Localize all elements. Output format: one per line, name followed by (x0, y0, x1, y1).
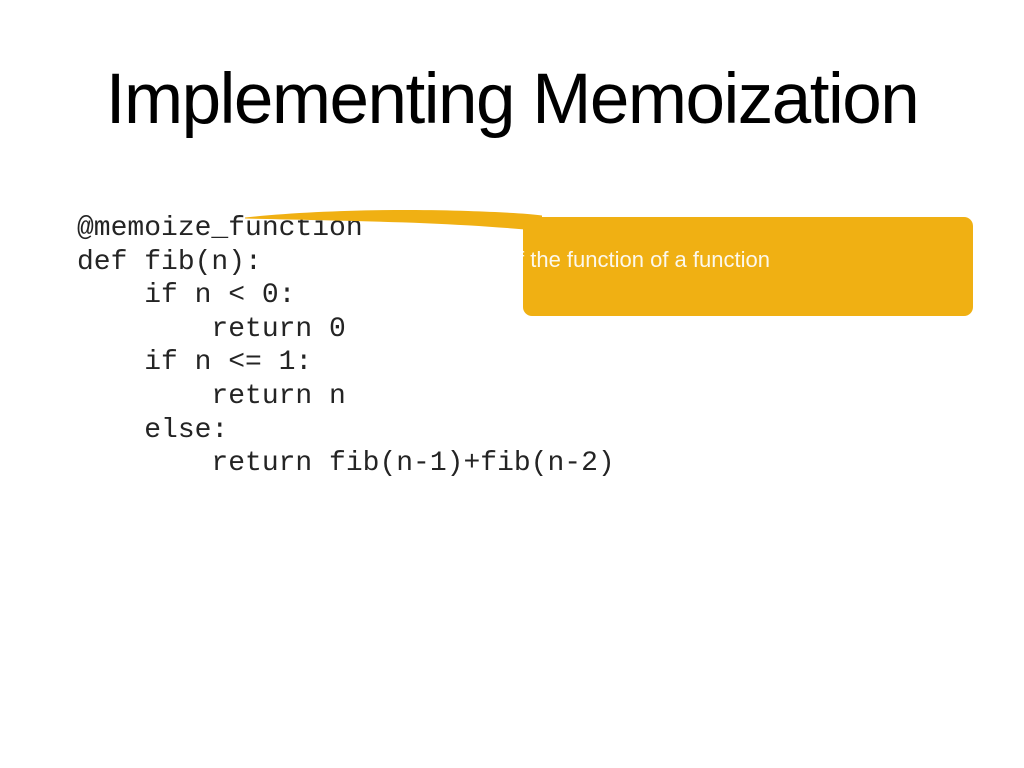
slide-title: Implementing Memoization (105, 60, 920, 139)
callout-box: f the function of a function (523, 217, 973, 316)
code-block: @memoize_function def fib(n): if n < 0: … (77, 213, 615, 480)
callout-text: f the function of a function (523, 247, 770, 272)
